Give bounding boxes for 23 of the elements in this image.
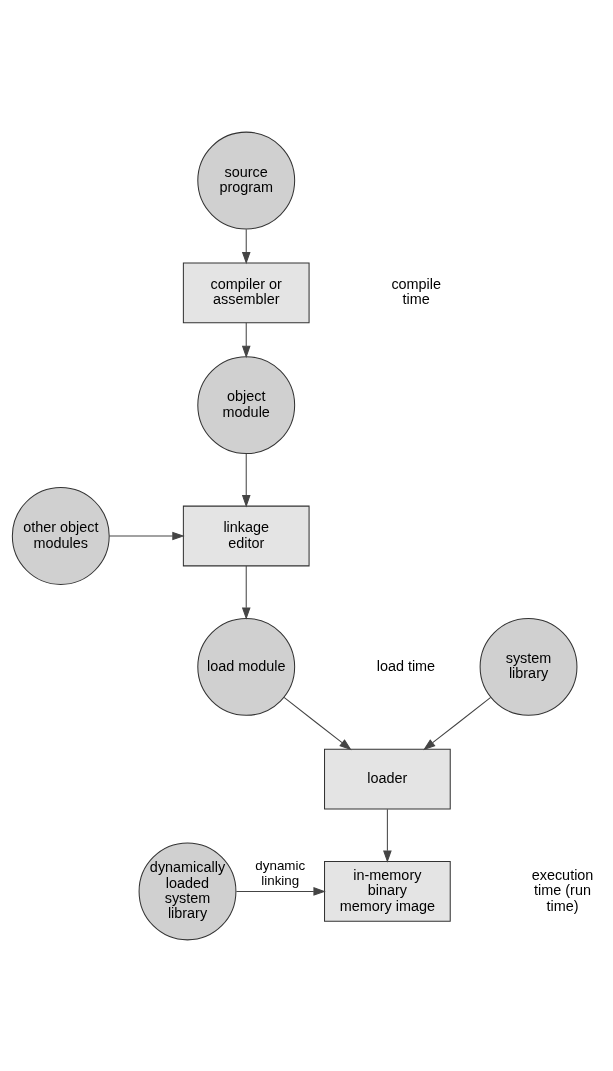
node-circle: object module: [197, 355, 296, 454]
node-circle: other object modules: [11, 486, 110, 585]
label: compile time: [391, 275, 442, 307]
arrow: [241, 452, 251, 507]
node-box: compiler or assembler: [182, 261, 310, 323]
node-circle: dynamically loaded system library: [138, 842, 237, 940]
node-box: in-memory binary memory image: [324, 860, 451, 922]
node-circle: load module: [197, 617, 296, 716]
arrow: [423, 696, 492, 750]
arrow: [283, 696, 352, 750]
node-circle: source program: [197, 131, 296, 229]
label: load time: [376, 657, 436, 674]
arrow: [241, 321, 251, 358]
node-box: linkage editor: [182, 505, 310, 566]
edge-label: dynamic linking: [255, 857, 306, 888]
arrow: [108, 531, 185, 540]
arrow: [235, 886, 326, 896]
node-box: loader: [324, 748, 451, 810]
arrow: [241, 564, 251, 620]
label: execution time (run time): [531, 866, 594, 914]
arrow: [241, 228, 251, 264]
node-circle: system library: [479, 617, 578, 716]
arrow: [383, 808, 392, 863]
